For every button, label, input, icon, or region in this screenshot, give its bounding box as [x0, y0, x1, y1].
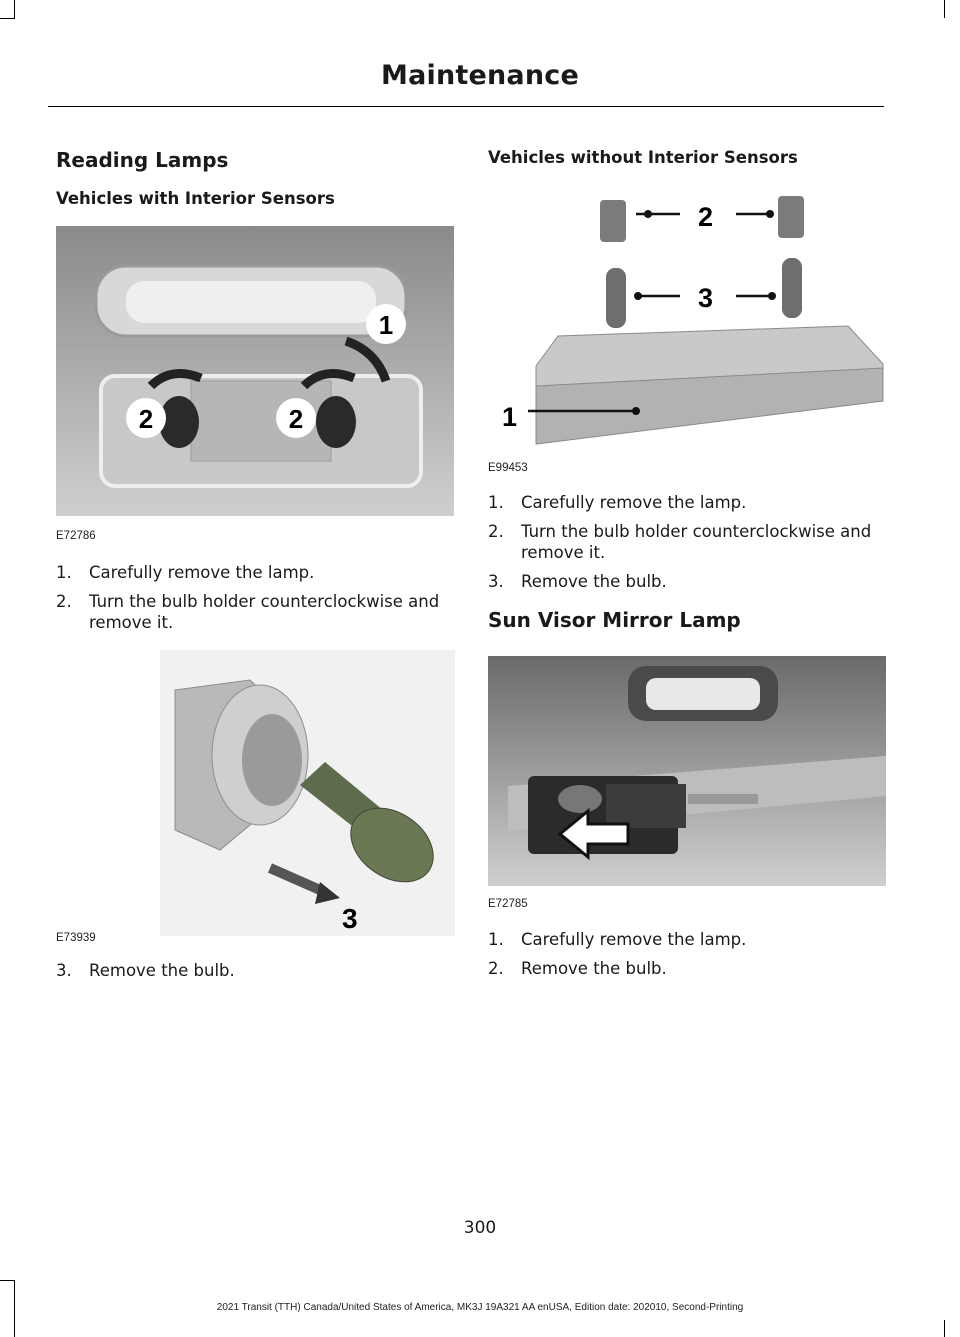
callout-2a: 2	[139, 404, 153, 434]
list-item: 2.Turn the bulb holder counterclockwise …	[56, 592, 440, 632]
crop-mark-top-right	[944, 0, 945, 18]
subsection-title-without-sensors: Vehicles without Interior Sensors	[488, 148, 798, 167]
section-title-sun-visor: Sun Visor Mirror Lamp	[488, 608, 741, 632]
list-item: 1.Carefully remove the lamp.	[56, 563, 315, 582]
callout-1: 1	[379, 310, 393, 340]
crop-mark-top-left	[14, 0, 15, 18]
footer-edition-info: 2021 Transit (TTH) Canada/United States …	[216, 1302, 744, 1313]
figure-sun-visor-lamp	[488, 656, 886, 886]
figure-bulb-removal: 3	[160, 650, 455, 936]
callout-1: 1	[502, 402, 517, 432]
figure-code-e72785: E72785	[488, 898, 528, 910]
figure-reading-lamp-without-sensors: 2 3 1	[488, 186, 886, 456]
figure-code-e73939: E73939	[56, 932, 96, 944]
crop-mark-bottom-left-h	[0, 1280, 15, 1281]
steps-list-without-sensors: 1.Carefully remove the lamp. 2.Turn the …	[488, 492, 888, 600]
list-item: 1.Carefully remove the lamp.	[488, 493, 747, 512]
figure-code-e72786: E72786	[56, 530, 96, 542]
section-title-reading-lamps: Reading Lamps	[56, 148, 229, 172]
list-item: 3.Remove the bulb.	[56, 961, 235, 980]
steps-list-bulb: 3.Remove the bulb.	[56, 960, 456, 989]
list-item: 1.Carefully remove the lamp.	[488, 930, 747, 949]
page-number: 300	[463, 1218, 497, 1238]
header-divider	[48, 106, 884, 107]
list-item: 2.Turn the bulb holder counterclockwise …	[488, 522, 872, 562]
callout-2b: 2	[289, 404, 303, 434]
steps-list-with-sensors: 1.Carefully remove the lamp. 2.Turn the …	[56, 562, 456, 641]
page-title: Maintenance	[381, 60, 579, 91]
subsection-title-with-sensors: Vehicles with Interior Sensors	[56, 189, 335, 208]
callout-3: 3	[342, 903, 358, 934]
steps-list-sun-visor: 1.Carefully remove the lamp. 2.Remove th…	[488, 929, 888, 987]
crop-mark-bottom-left	[14, 1280, 15, 1337]
list-item: 3.Remove the bulb.	[488, 572, 667, 591]
callout-3: 3	[698, 283, 713, 313]
figure-code-e99453: E99453	[488, 462, 528, 474]
callout-2: 2	[698, 202, 713, 232]
figure-reading-lamp-with-sensors: 1 2 2	[56, 226, 454, 516]
crop-mark-top-left-h	[0, 18, 15, 19]
crop-mark-bottom-right	[944, 1320, 945, 1337]
list-item: 2.Remove the bulb.	[488, 959, 667, 978]
